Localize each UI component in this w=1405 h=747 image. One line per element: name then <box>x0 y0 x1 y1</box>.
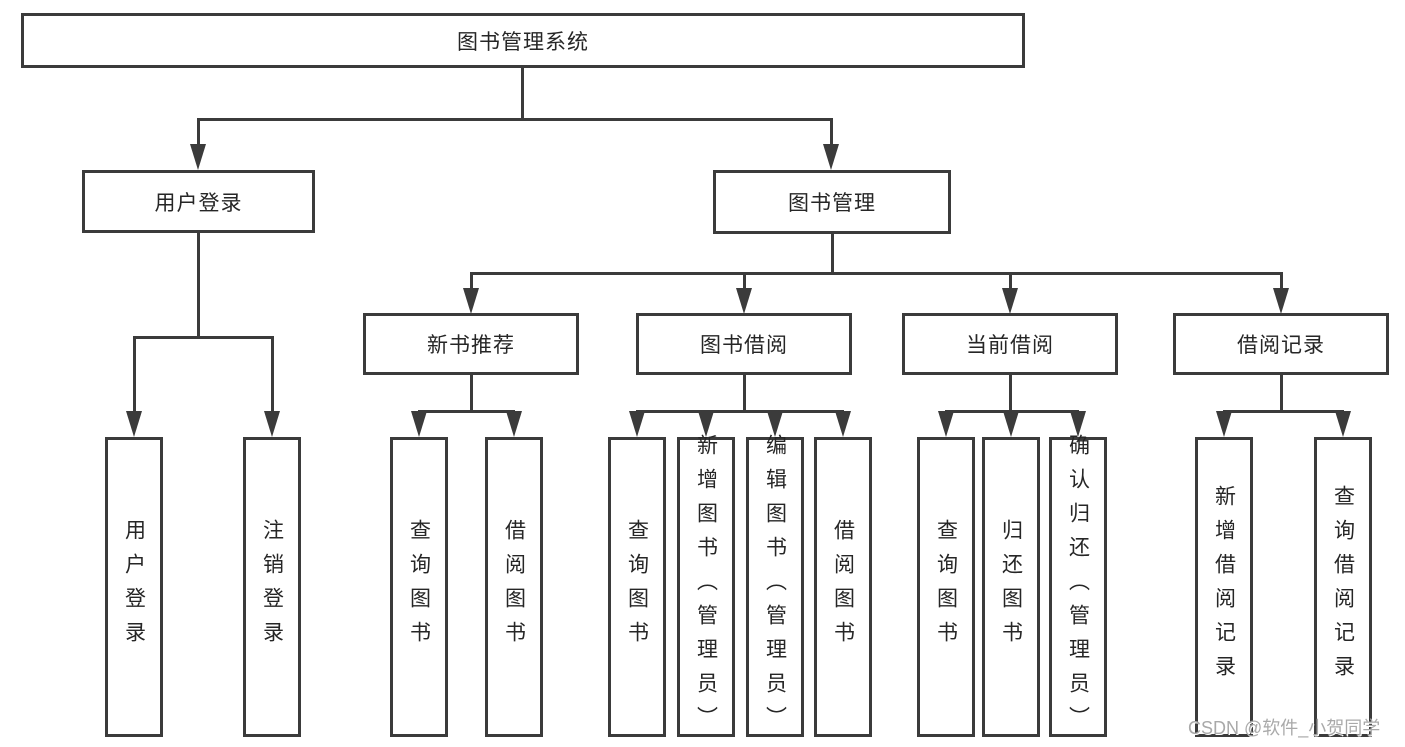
arrowhead <box>463 288 479 314</box>
leaf-logout: 注销登录 <box>243 437 301 737</box>
csdn-watermark: CSDN @软件_小贺同学 <box>1188 718 1381 738</box>
arrowhead <box>1002 288 1018 314</box>
node-book-borrowing: 图书借阅 <box>636 313 852 375</box>
arrowhead <box>835 411 851 437</box>
leaf-newbook-borrow-book: 借阅图书 <box>485 437 543 737</box>
leaf-records-query-record: 查询借阅记录 <box>1314 437 1372 737</box>
connector-line <box>831 234 834 272</box>
leaf-logout-label: 注销登录 <box>260 519 284 655</box>
connector-line <box>636 410 844 413</box>
arrowhead <box>823 144 839 170</box>
node-borrow-records: 借阅记录 <box>1173 313 1389 375</box>
leaf-borrowing-query-book-label: 查询图书 <box>625 519 649 655</box>
connector-line <box>743 375 746 411</box>
arrowhead <box>698 411 714 437</box>
connector-line <box>1009 375 1012 411</box>
connector-line <box>521 68 524 118</box>
connector-line <box>1009 272 1012 292</box>
leaf-borrowing-edit-book-admin: 编辑图书（管理员） <box>746 434 804 740</box>
connector-line <box>470 375 473 411</box>
leaf-borrowing-add-book-admin: 新增图书（管理员） <box>677 434 735 740</box>
leaf-records-add-record-label: 新增借阅记录 <box>1212 485 1236 689</box>
leaf-current-confirm-return-admin: 确认归还（管理员） <box>1049 434 1107 740</box>
leaf-newbook-query-book-label: 查询图书 <box>407 519 431 655</box>
connector-line <box>1280 272 1283 292</box>
arrowhead <box>126 411 142 437</box>
leaf-user-login: 用户登录 <box>105 437 163 737</box>
arrowhead <box>411 411 427 437</box>
arrowhead <box>629 411 645 437</box>
node-book-management-label: 图书管理 <box>788 192 876 215</box>
leaf-current-confirm-return-admin-label: 确认归还（管理员） <box>1066 434 1090 740</box>
arrowhead <box>736 288 752 314</box>
connector-line <box>133 336 274 339</box>
node-new-book-recommend-label: 新书推荐 <box>427 334 515 357</box>
leaf-newbook-borrow-book-label: 借阅图书 <box>502 519 526 655</box>
connector-line <box>470 272 473 292</box>
leaf-borrowing-edit-book-admin-label: 编辑图书（管理员） <box>763 434 787 740</box>
arrowhead <box>767 411 783 437</box>
leaf-user-login-label: 用户登录 <box>122 519 146 655</box>
node-user-login-label: 用户登录 <box>154 191 243 215</box>
arrowhead <box>506 411 522 437</box>
leaf-borrowing-borrow-book-label: 借阅图书 <box>831 519 855 655</box>
arrowhead <box>938 411 954 437</box>
connector-line <box>271 336 274 413</box>
connector-line <box>197 233 200 336</box>
leaf-newbook-query-book: 查询图书 <box>390 437 448 737</box>
node-book-borrowing-label: 图书借阅 <box>700 334 788 357</box>
connector-line <box>470 272 1282 275</box>
node-current-borrowing-label: 当前借阅 <box>966 334 1054 357</box>
leaf-current-return-book: 归还图书 <box>982 437 1040 737</box>
node-book-management: 图书管理 <box>713 170 951 234</box>
node-root-label: 图书管理系统 <box>457 30 589 54</box>
leaf-current-query-book-label: 查询图书 <box>934 519 958 655</box>
leaf-borrowing-add-book-admin-label: 新增图书（管理员） <box>694 434 718 740</box>
connector-line <box>197 118 833 121</box>
arrowhead <box>1273 288 1289 314</box>
arrowhead <box>1335 411 1351 437</box>
arrowhead <box>1070 411 1086 437</box>
node-root: 图书管理系统 <box>21 13 1025 68</box>
arrowhead <box>190 144 206 170</box>
connector-line <box>1223 410 1344 413</box>
leaf-current-query-book: 查询图书 <box>917 437 975 737</box>
leaf-current-return-book-label: 归还图书 <box>999 519 1023 655</box>
node-current-borrowing: 当前借阅 <box>902 313 1118 375</box>
arrowhead <box>264 411 280 437</box>
node-borrow-records-label: 借阅记录 <box>1237 334 1325 357</box>
node-user-login: 用户登录 <box>82 170 315 233</box>
connector-line <box>743 272 746 292</box>
node-new-book-recommend: 新书推荐 <box>363 313 579 375</box>
connector-line <box>133 336 136 413</box>
connector-line <box>197 118 200 148</box>
leaf-records-query-record-label: 查询借阅记录 <box>1331 485 1355 689</box>
arrowhead <box>1216 411 1232 437</box>
connector-line <box>830 118 833 148</box>
arrowhead <box>1003 411 1019 437</box>
leaf-borrowing-borrow-book: 借阅图书 <box>814 437 872 737</box>
leaf-records-add-record: 新增借阅记录 <box>1195 437 1253 737</box>
connector-line <box>1280 375 1283 411</box>
leaf-borrowing-query-book: 查询图书 <box>608 437 666 737</box>
connector-line <box>418 410 515 413</box>
